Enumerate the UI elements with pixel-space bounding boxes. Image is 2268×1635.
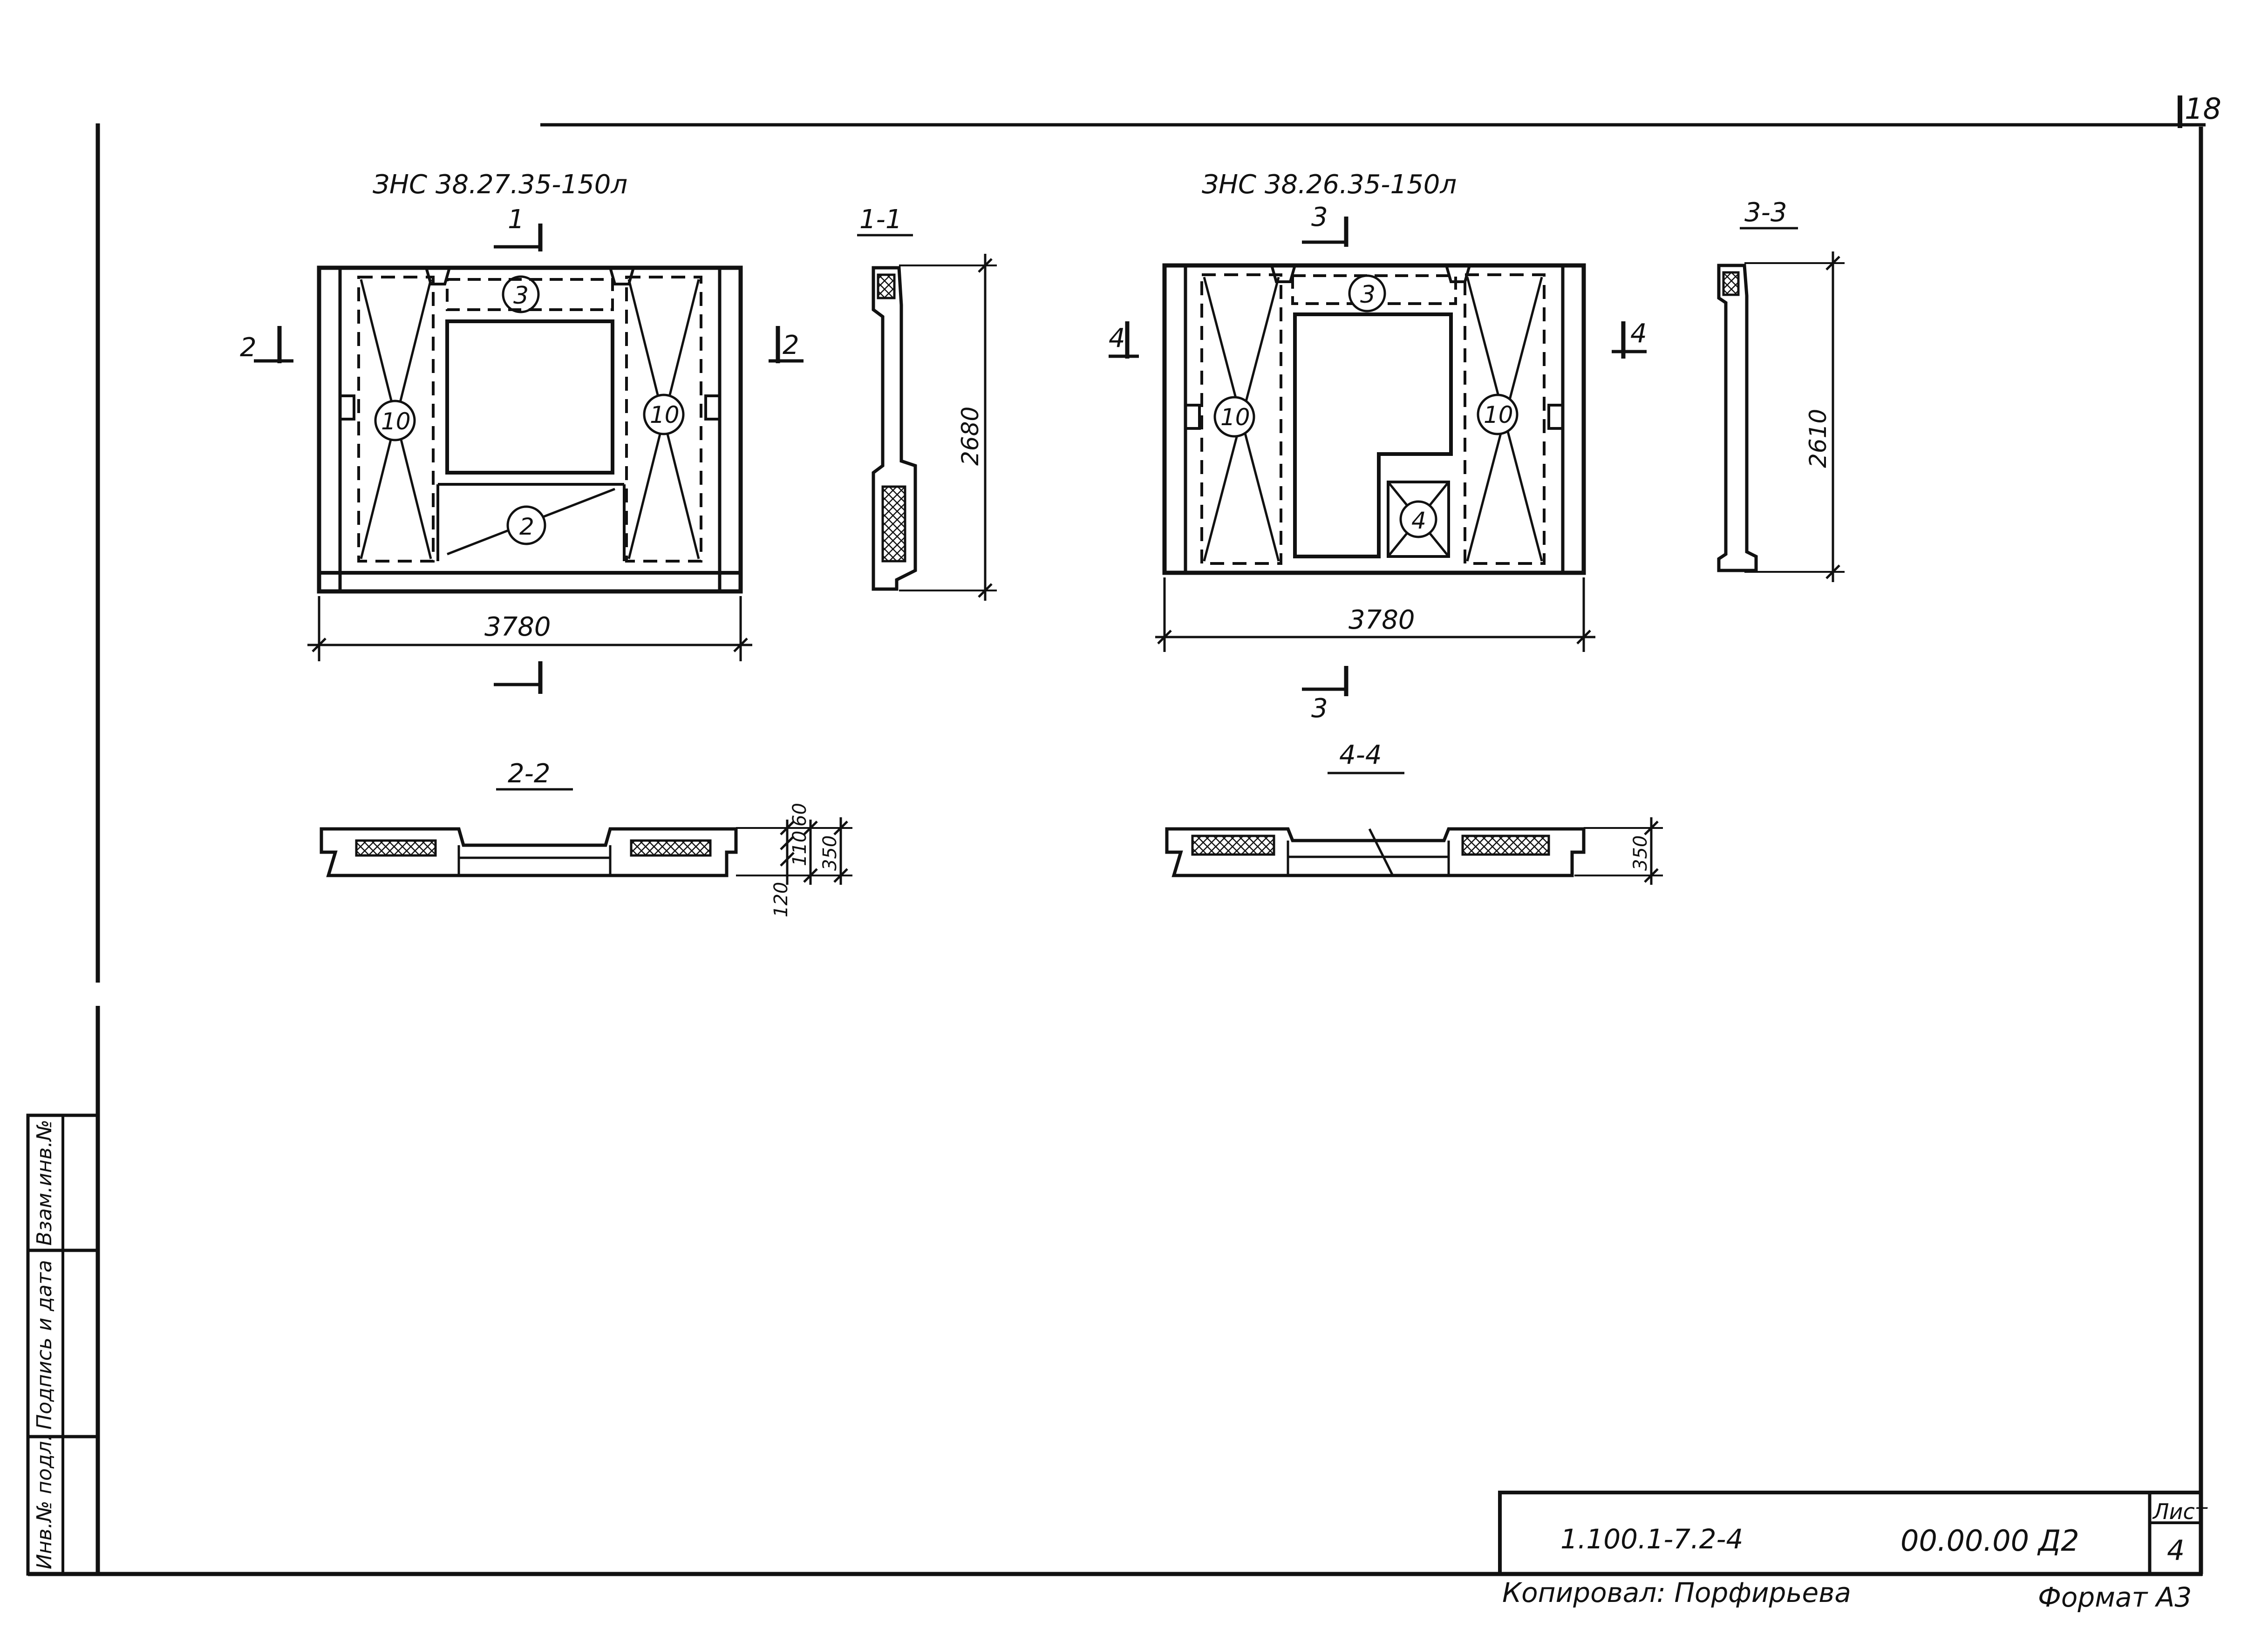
left-mark-3: 3 — [513, 282, 529, 310]
left-width-value: 3780 — [484, 612, 551, 642]
title-code: 00.00.00 Д2 — [1900, 1524, 2079, 1558]
left-mark-10-a: 10 — [381, 408, 411, 435]
right-cut-3-label-b: 3 — [1311, 693, 1328, 724]
right-mark-10-a: 10 — [1220, 404, 1250, 431]
right-mark-10-b: 10 — [1484, 401, 1513, 428]
section-3-3-profile — [1717, 251, 1845, 582]
right-cut-4-label-a: 4 — [1109, 323, 1125, 353]
left-mark-10-b: 10 — [650, 401, 680, 428]
section-1-1-title: 1-1 — [859, 204, 902, 235]
section-4-4-thk-350: 350 — [1630, 835, 1651, 871]
left-mark-2: 2 — [519, 513, 534, 540]
left-cut-2-label-b: 2 — [783, 330, 799, 360]
page-number: 18 — [2185, 92, 2221, 126]
section-2-2-thk-120: 120 — [770, 882, 792, 917]
left-cut-2-label-a: 2 — [240, 332, 257, 363]
left-cut-1-label: 1 — [508, 204, 524, 235]
stamp-inv-podl: Инв.№ подл. — [33, 1434, 56, 1569]
section-4-4-title: 4-4 — [1339, 740, 1382, 770]
left-panel-title: ЗНС 38.27.35-150л — [373, 170, 627, 200]
sheet-frame — [28, 95, 2206, 1576]
right-panel-title: ЗНС 38.26.35-150л — [1202, 170, 1457, 200]
section-3-3-height: 2610 — [1805, 409, 1832, 468]
paper-format: Формат А3 — [2038, 1581, 2192, 1613]
right-cut-markers — [1109, 217, 1647, 696]
right-cut-4-label-b: 4 — [1630, 319, 1647, 349]
section-2-2-thk-60: 60 — [789, 803, 810, 827]
title-sheet-number: 4 — [2167, 1534, 2185, 1567]
left-cut-markers — [254, 224, 804, 694]
side-stamp — [26, 1113, 100, 1576]
section-1-1-height: 2680 — [957, 407, 984, 466]
right-width-value: 3780 — [1349, 605, 1415, 635]
right-cut-3-label-a: 3 — [1311, 202, 1328, 232]
section-2-2-title: 2-2 — [508, 759, 550, 789]
right-width-dimension — [1155, 577, 1595, 652]
title-sheet-label: Лист — [2152, 1499, 2208, 1524]
copied-by: Копировал: Порфирьева — [1502, 1577, 1851, 1608]
stamp-podpis-data: Подпись и дата — [33, 1260, 56, 1430]
title-block — [1498, 1491, 2203, 1576]
left-mark-3-bubble — [502, 275, 540, 313]
section-4-4-profile — [1165, 817, 1663, 885]
title-series: 1.100.1-7.2-4 — [1560, 1523, 1743, 1555]
section-2-2-profile — [320, 817, 852, 885]
section-2-2-thk-350: 350 — [819, 835, 841, 871]
left-width-dimension — [307, 596, 752, 661]
section-1-1-profile — [872, 254, 997, 601]
section-2-2-thk-110: 110 — [789, 831, 810, 866]
right-mark-3: 3 — [1360, 281, 1376, 309]
stamp-vzam-inv: Взам.инв.№ — [33, 1119, 56, 1246]
section-3-3-title: 3-3 — [1744, 197, 1787, 228]
right-mark-4: 4 — [1411, 507, 1426, 534]
